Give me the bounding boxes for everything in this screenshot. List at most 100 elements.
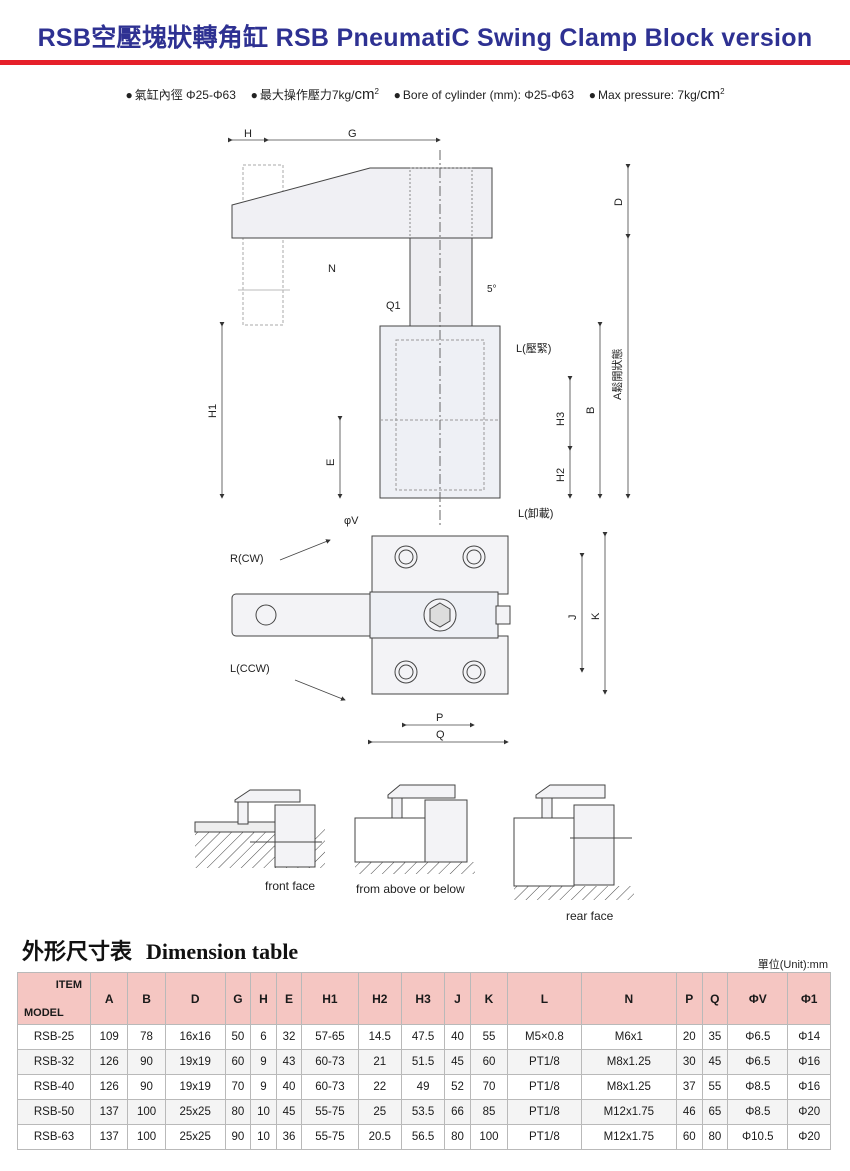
table-cell: 90 [224,1124,252,1150]
table-cell: 60 [469,1049,509,1075]
table-cell: 45 [275,1099,303,1125]
table-cell: 80 [444,1124,471,1150]
table-cell: 57-65 [301,1024,359,1050]
col-header: J [444,972,471,1025]
top-view [231,535,511,695]
table-cell: 56.5 [400,1124,446,1150]
col-header: P [676,972,703,1025]
table-cell: 22 [357,1074,402,1100]
table-cell: 40 [444,1024,471,1050]
spec-unit-cm: cm [354,86,375,103]
spec-unit-cm-2: cm [700,86,721,103]
dim-label-R-cw: R(CW) [230,553,264,565]
spec-line: ●氣缸內徑 Φ25-Φ63 ●最大操作壓力7kg/cm2 ●Bore of cy… [0,86,850,103]
bullet-icon: ● [393,88,401,102]
table-cell: 60 [224,1049,252,1075]
view-caption-above: from above or below [356,882,465,896]
dimension-table: ITEM MODEL A B D G H E H1 H2 H3 J K L N … [17,972,831,1150]
model-cell: RSB-32 [17,1049,91,1075]
col-header: A [89,972,129,1025]
dim-label-D: D [613,198,625,206]
table-cell: Φ16 [787,1049,831,1075]
spec-bore-en: Bore of cylinder (mm): Φ25-Φ63 [402,88,575,102]
table-cell: 126 [89,1049,129,1075]
unit-note: 單位(Unit):mm [757,959,828,971]
table-cell: 55-75 [301,1124,359,1150]
table-cell: 66 [444,1099,471,1125]
dim-label-L-unload: L(卸載) [518,506,553,520]
dim-label-H2: H2 [555,468,567,482]
table-cell: 25x25 [164,1099,226,1125]
item-label: ITEM [55,979,82,991]
table-cell: M6x1 [580,1024,678,1050]
dim-label-E: E [325,459,337,466]
table-cell: M12x1.75 [580,1124,678,1150]
table-cell: 100 [469,1124,509,1150]
dim-label-H: H [244,128,252,140]
table-cell: Φ6.5 [727,1049,789,1075]
dim-label-K: K [590,612,602,620]
dim-label-H3: H3 [555,412,567,426]
dim-label-5deg: 5° [487,284,497,295]
table-cell: 90 [127,1074,166,1100]
table-cell: 25 [357,1099,402,1125]
table-cell: 51.5 [400,1049,446,1075]
bullet-icon: ● [588,88,597,102]
col-header: D [164,972,226,1025]
table-cell: 52 [444,1074,471,1100]
table-cell: 19x19 [164,1049,226,1075]
col-header: H1 [301,972,359,1025]
table-cell: 32 [275,1024,303,1050]
spec-pressure-cn: 最大操作壓力7kg/ [259,88,355,102]
table-cell: 45 [701,1049,729,1075]
table-cell: 60 [676,1124,703,1150]
col-header: G [224,972,252,1025]
col-header: Φ1 [787,972,831,1025]
bullet-icon: ● [125,88,133,102]
table-cell: 45 [444,1049,471,1075]
col-header: Q [701,972,729,1025]
col-header: H2 [357,972,402,1025]
mount-view-rear [513,784,634,900]
table-cell: 55 [701,1074,729,1100]
table-cell: 16x16 [164,1024,226,1050]
table-cell: 49 [400,1074,446,1100]
table-cell: 55 [469,1024,509,1050]
table-cell: 70 [469,1074,509,1100]
table-cell: Φ20 [787,1099,831,1125]
dim-label-B: B [585,407,597,414]
table-cell: 55-75 [301,1099,359,1125]
col-header: N [580,972,678,1025]
table-cell: M8x1.25 [580,1049,678,1075]
table-cell: 50 [224,1024,252,1050]
model-cell: RSB-40 [17,1074,91,1100]
view-caption-rear: rear face [566,909,614,923]
table-cell: 78 [127,1024,166,1050]
table-cell: PT1/8 [507,1099,582,1125]
table-cell: 10 [250,1124,277,1150]
table-cell: Φ8.5 [727,1074,789,1100]
table-cell: PT1/8 [507,1124,582,1150]
item-model-header: ITEM MODEL [17,972,91,1025]
table-header-row: ITEM MODEL A B D G H E H1 H2 H3 J K L N … [17,972,831,1025]
table-cell: M8x1.25 [580,1074,678,1100]
table-cell: 10 [250,1099,277,1125]
side-view [231,150,501,525]
table-cell: 137 [89,1099,129,1125]
col-header: ΦV [727,972,789,1025]
dim-label-Q: Q [436,729,445,741]
table-cell: 70 [224,1074,252,1100]
table-cell: 40 [275,1074,303,1100]
model-cell: RSB-50 [17,1099,91,1125]
spec-bore-cn: 氣缸內徑 Φ25-Φ63 [134,88,236,102]
dim-label-L-ccw: L(CCW) [230,663,270,675]
col-header: K [469,972,509,1025]
model-label: MODEL [24,1007,64,1019]
dim-label-Q1: Q1 [386,300,401,312]
table-cell: 137 [89,1124,129,1150]
technical-drawing: H G D N 5° Q1 L(壓緊) A鬆開狀態 B H1 H3 E H2 L… [194,128,634,923]
table-cell: 6 [250,1024,277,1050]
